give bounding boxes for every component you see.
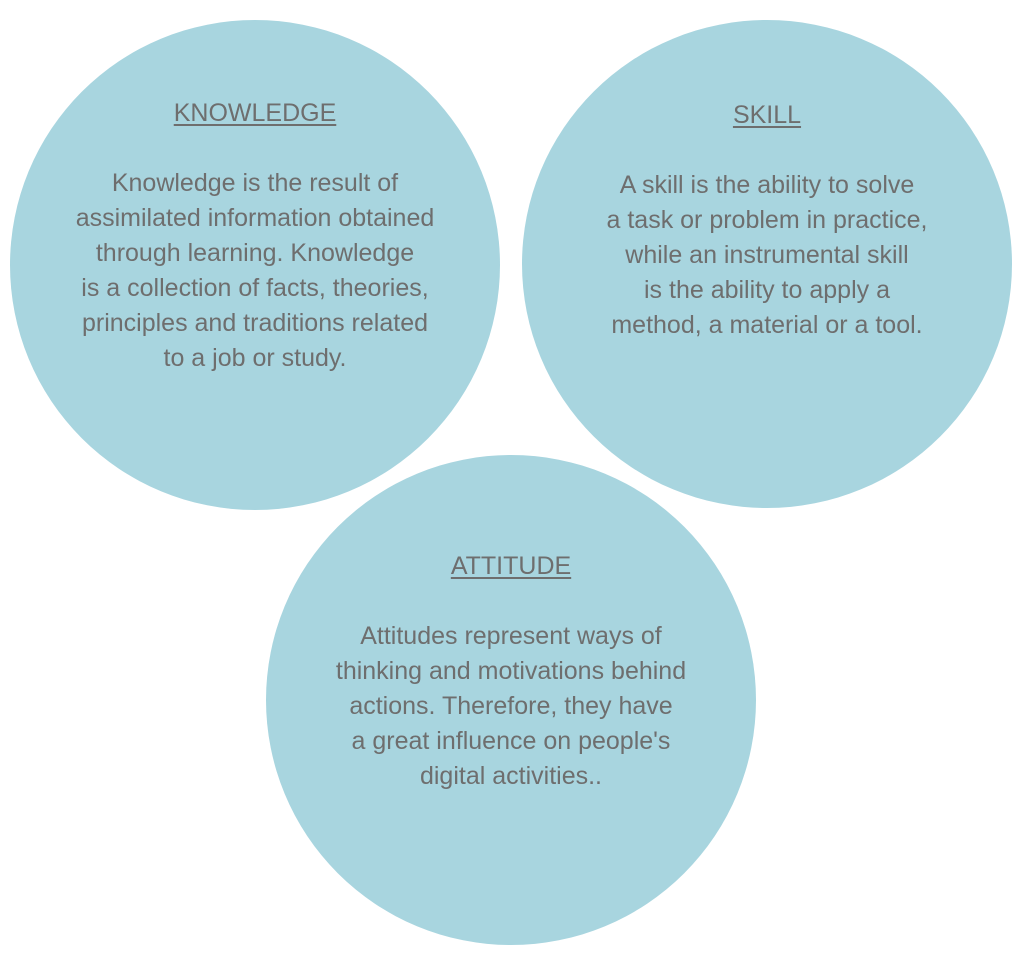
skill-circle: SKILL A skill is the ability to solve a … <box>522 20 1012 508</box>
attitude-circle: ATTITUDE Attitudes represent ways of thi… <box>266 455 756 945</box>
knowledge-description: Knowledge is the result of assimilated i… <box>75 169 435 372</box>
attitude-title: ATTITUDE <box>450 552 572 580</box>
skill-description: A skill is the ability to solve a task o… <box>606 171 928 339</box>
skill-title: SKILL <box>732 101 802 129</box>
knowledge-title: KNOWLEDGE <box>173 99 337 127</box>
attitude-description: Attitudes represent ways of thinking and… <box>335 622 687 790</box>
knowledge-circle: KNOWLEDGE Knowledge is the result of ass… <box>10 20 500 510</box>
